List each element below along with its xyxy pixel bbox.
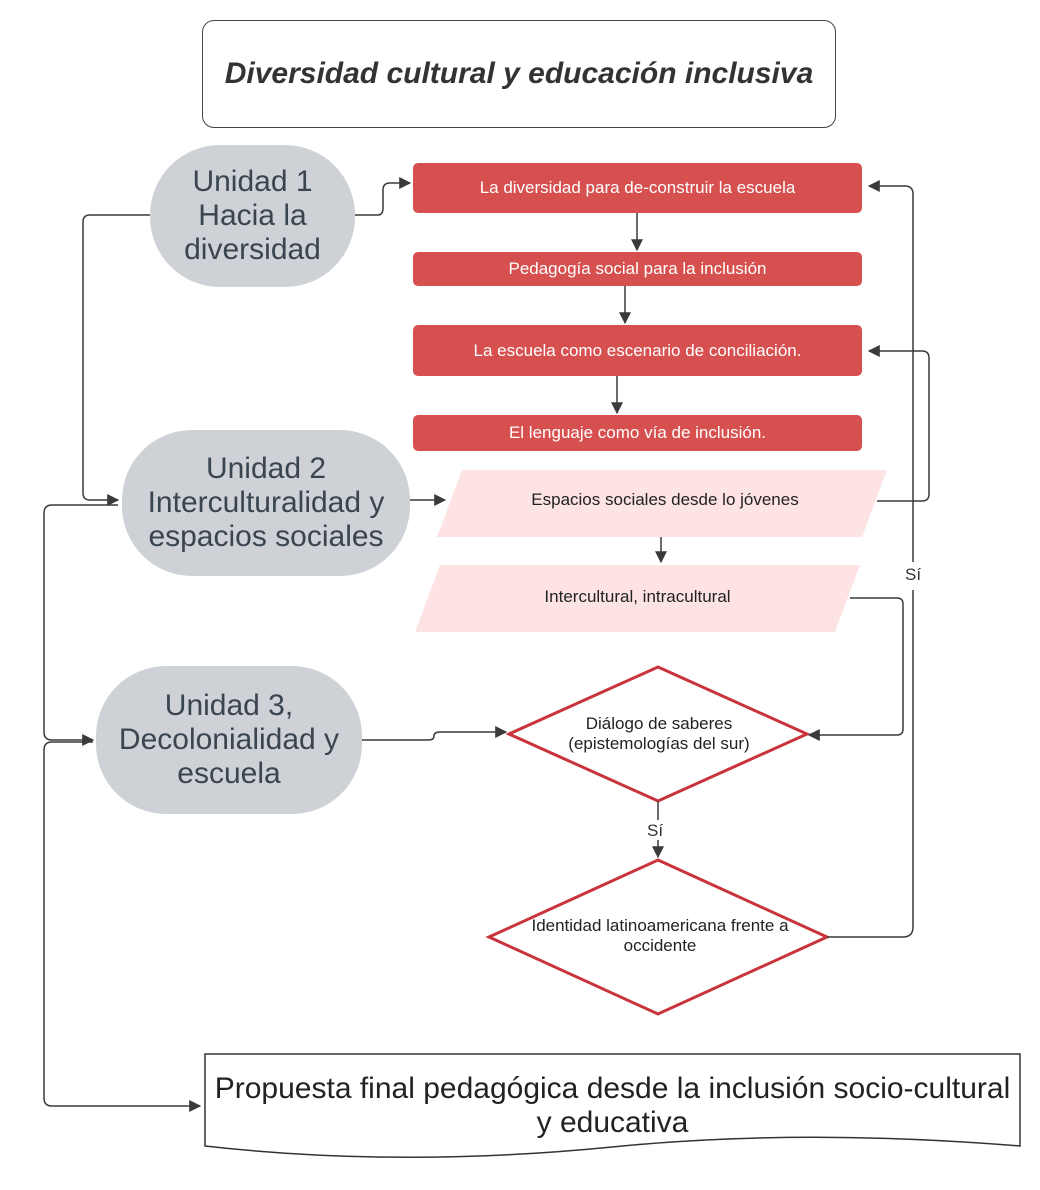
final-proposal-label: Propuesta final pedagógica desde la incl…: [214, 1072, 1011, 1139]
step-4-label: El lenguaje como vía de inclusión.: [508, 423, 767, 442]
step-3-label: La escuela como escenario de conciliació…: [473, 340, 802, 360]
step-spaces-shape: [437, 470, 887, 537]
connector-identity-to-step1: [827, 590, 914, 938]
connector-unit3-to-dialogue: [362, 726, 508, 741]
unit-3-label: Unidad 3, Decolonialidad y escuela: [118, 689, 340, 790]
step-6-label: Intercultural, intracultural: [544, 587, 731, 606]
connector-unit2-to-unit3: [43, 504, 118, 746]
unit-2-node: Unidad 2 Interculturalidad y espacios so…: [122, 430, 410, 576]
unit-1-node: Unidad 1 Hacia la diversidad: [150, 145, 355, 287]
connector-identity-to-step1-upper: [867, 180, 914, 562]
connector-step6-to-dialogue: [807, 597, 904, 741]
final-proposal-shape: [204, 1053, 1021, 1158]
diagram-title: Diversidad cultural y educación inclusiv…: [224, 57, 814, 90]
unit-1-label: Unidad 1 Hacia la diversidad: [184, 165, 321, 266]
step-1-label: La diversidad para de-construir la escue…: [479, 178, 796, 197]
connector-step5-to-step3: [867, 345, 930, 502]
step-3-node: La escuela como escenario de conciliació…: [413, 325, 862, 376]
step-2-node: Pedagogía social para la inclusión: [413, 252, 862, 286]
edge-label-yes-down: Sí: [647, 821, 664, 840]
step-1-node: La diversidad para de-construir la escue…: [413, 163, 862, 213]
edge-label-yes-right: Sí: [903, 565, 924, 585]
decision-identity-shape: [485, 858, 831, 1016]
step-intercultural-shape: [415, 565, 860, 632]
connector-unit3-to-final: [43, 741, 202, 1112]
step-2-label: Pedagogía social para la inclusión: [508, 259, 767, 278]
connector-unit1-to-unit2: [82, 214, 150, 506]
step-4-node: El lenguaje como vía de inclusión.: [413, 415, 862, 451]
connector-unit1-to-step1: [355, 177, 412, 216]
title-box: Diversidad cultural y educación inclusiv…: [202, 20, 836, 128]
unit-2-label: Unidad 2 Interculturalidad y espacios so…: [147, 452, 385, 553]
decision-1-label: Diálogo de saberes (epistemologías del s…: [568, 714, 750, 753]
unit-3-node: Unidad 3, Decolonialidad y escuela: [96, 666, 362, 814]
step-5-label: Espacios sociales desde lo jóvenes: [531, 490, 799, 509]
decision-2-label: Identidad latinoamericana frente a occid…: [531, 916, 789, 955]
